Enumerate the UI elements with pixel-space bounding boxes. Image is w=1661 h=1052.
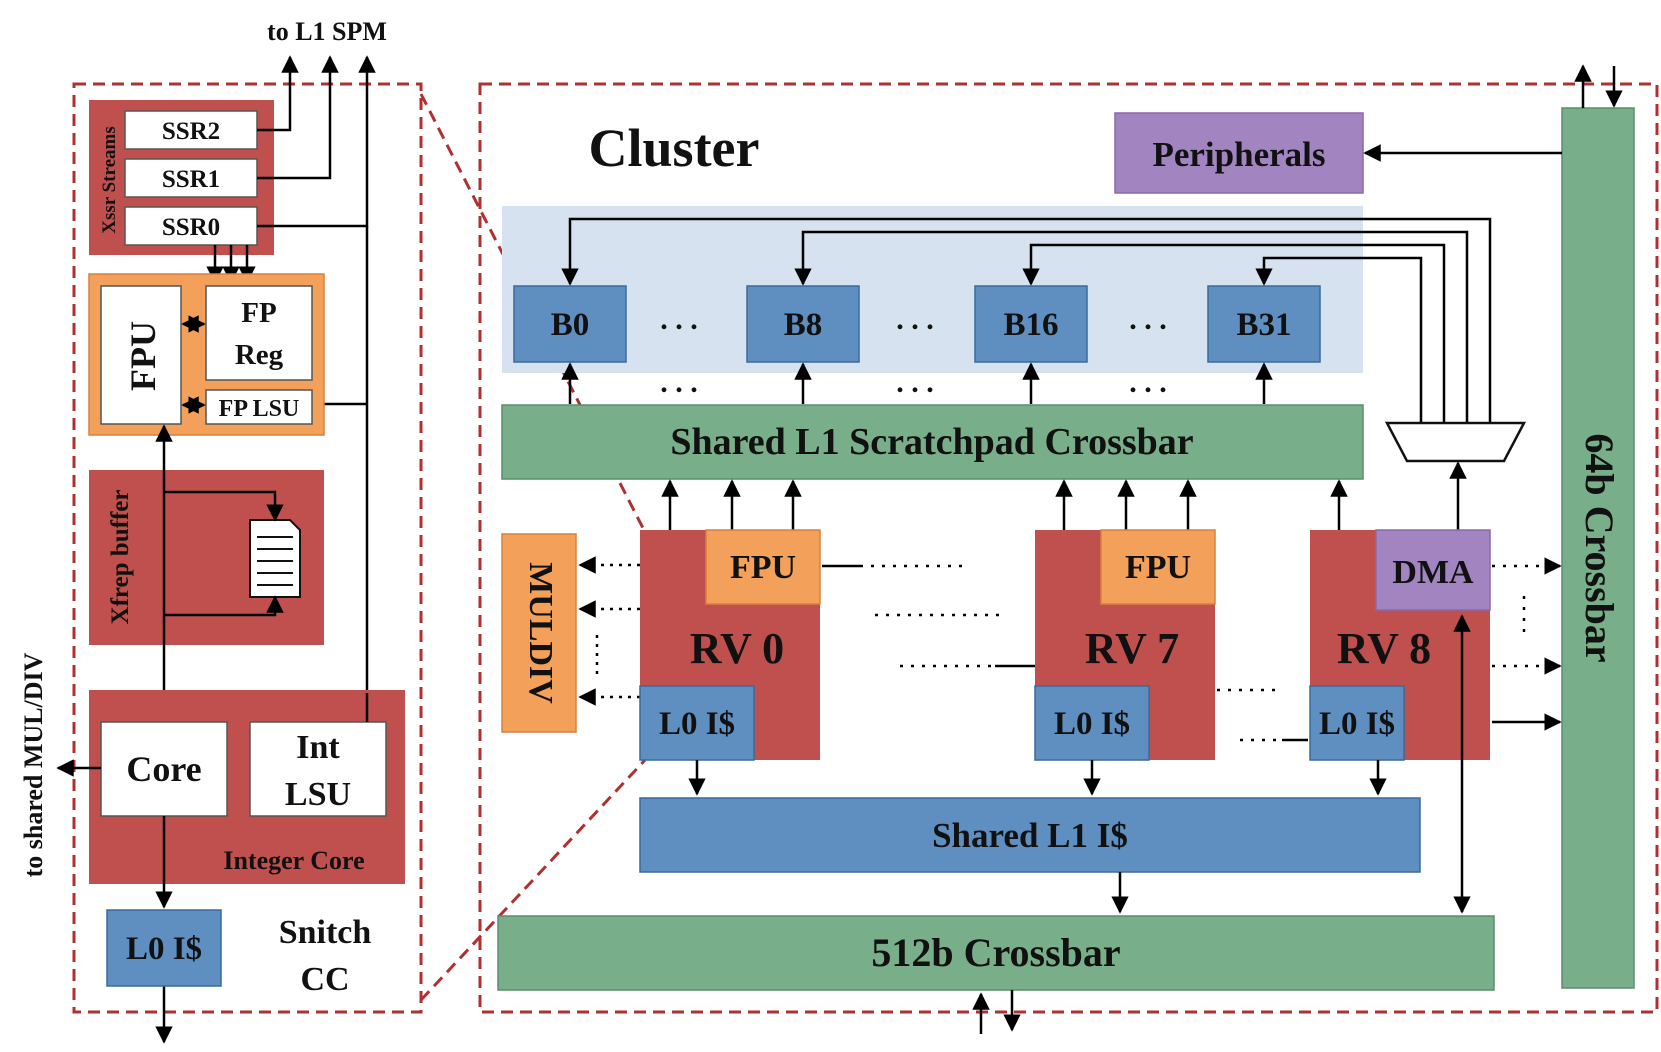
xbar-512b-bottom-ports xyxy=(972,990,1021,1034)
bank-b31-label: B31 xyxy=(1236,307,1291,343)
xfrep-wires xyxy=(155,424,284,722)
rv8-to-64b-wires xyxy=(1453,557,1562,914)
snitch-cc-boundary xyxy=(72,82,423,1014)
bank-b31 xyxy=(1207,285,1321,363)
fp-lsu-block xyxy=(205,389,313,425)
muldiv-block xyxy=(501,533,577,733)
core-out-wires xyxy=(56,759,173,1044)
dma-block xyxy=(1375,529,1491,611)
rv8-label: RV 8 xyxy=(1337,624,1431,673)
fp-reg-block xyxy=(205,285,313,381)
bank-ellipsis-1: . . . xyxy=(660,303,698,336)
inter-core-wires xyxy=(822,564,1308,742)
snitch-cc-name-1: Snitch xyxy=(279,914,372,951)
fp-reg-label-2: Reg xyxy=(235,339,284,371)
rv7-l0-icache-label: L0 I$ xyxy=(1054,706,1130,742)
rv7-fpu-block xyxy=(1100,529,1216,605)
core-label: Core xyxy=(126,749,201,789)
fpu-label: FPU xyxy=(123,321,163,391)
shared-icache-block xyxy=(639,797,1421,873)
bank-b0-label: B0 xyxy=(551,307,590,343)
rv7-label: RV 7 xyxy=(1085,624,1179,673)
rv0-fpu-label: FPU xyxy=(730,549,796,586)
ssr2-block xyxy=(124,110,258,150)
fpu-internal-wires xyxy=(181,315,206,414)
xbar-512b-block xyxy=(497,915,1495,991)
cluster-title: Cluster xyxy=(589,118,760,178)
fp-reg-label-1: FP xyxy=(241,297,276,329)
fp-lsu-label: FP LSU xyxy=(219,396,300,422)
muldiv-wires xyxy=(578,556,640,706)
core-xbar-wires xyxy=(661,461,1467,530)
bank-xbar-wires xyxy=(561,362,1273,404)
ssr2-label: SSR2 xyxy=(162,118,220,145)
ssr0-label: SSR0 xyxy=(162,214,220,241)
rv0-label: RV 0 xyxy=(690,624,784,673)
peripherals-block xyxy=(1114,112,1364,194)
ssr1-block xyxy=(124,158,258,198)
bank-b0 xyxy=(513,285,627,363)
shared-icache-label: Shared L1 I$ xyxy=(932,816,1128,855)
buffer-lines xyxy=(257,536,293,586)
snitch-l0-icache-block xyxy=(106,909,222,987)
xbar-64b-block xyxy=(1561,107,1635,989)
core-block xyxy=(100,721,228,817)
port-ellipsis-3: . . . xyxy=(1129,366,1167,399)
fpu-block xyxy=(100,285,182,425)
dma-mux xyxy=(1384,421,1527,463)
xfrep-buffer-label: Xfrep buffer xyxy=(107,490,134,625)
bank-b8 xyxy=(746,285,860,363)
xbar-64b-label: 64b Crossbar xyxy=(1577,433,1622,662)
integer-core-label: Integer Core xyxy=(223,846,364,875)
rv0-l0-icache-label: L0 I$ xyxy=(659,706,735,742)
int-lsu-label-2: LSU xyxy=(285,776,351,813)
int-lsu-block xyxy=(249,721,387,817)
scratchpad-xbar-block xyxy=(501,404,1364,480)
bank-b16 xyxy=(974,285,1088,363)
snitch-cc-name-2: CC xyxy=(300,961,349,998)
scratchpad-xbar-label: Shared L1 Scratchpad Crossbar xyxy=(670,421,1193,463)
peripherals-label: Peripherals xyxy=(1152,135,1325,174)
to-spm-label: to L1 SPM xyxy=(267,17,387,46)
bank-b8-label: B8 xyxy=(784,307,823,343)
port-ellipsis-1: . . . xyxy=(660,366,698,399)
cluster-boundary xyxy=(478,82,1659,1014)
l0-to-shared-icache-wires xyxy=(688,760,1387,796)
to-muldiv-label: to shared MUL/DIV xyxy=(19,652,48,877)
dma-bank-wires xyxy=(561,217,1492,423)
int-lsu-label-1: Int xyxy=(296,729,340,766)
bank-ellipsis-2: . . . xyxy=(896,303,934,336)
rv0-l0-icache-block xyxy=(639,685,755,761)
rv7-fpu-label: FPU xyxy=(1125,549,1191,586)
snitch-l0-icache-label: L0 I$ xyxy=(126,931,202,967)
bank-ellipsis-3: . . . xyxy=(1129,303,1167,336)
zoom-line-bottom xyxy=(419,758,647,1002)
dma-label: DMA xyxy=(1392,554,1474,591)
port-ellipsis-2: . . . xyxy=(896,366,934,399)
xssr-streams-label: Xssr Streams xyxy=(99,126,120,234)
rv8-l0-icache-label: L0 I$ xyxy=(1319,706,1395,742)
xbar-512b-label: 512b Crossbar xyxy=(871,930,1120,975)
rv0-fpu-block xyxy=(705,529,821,605)
rv8-l0-icache-block xyxy=(1309,685,1405,761)
muldiv-label: MULDIV xyxy=(522,562,559,704)
ssr1-label: SSR1 xyxy=(162,166,220,193)
xbar-64b-top-ports xyxy=(1363,64,1623,162)
bank-b16-label: B16 xyxy=(1003,307,1058,343)
